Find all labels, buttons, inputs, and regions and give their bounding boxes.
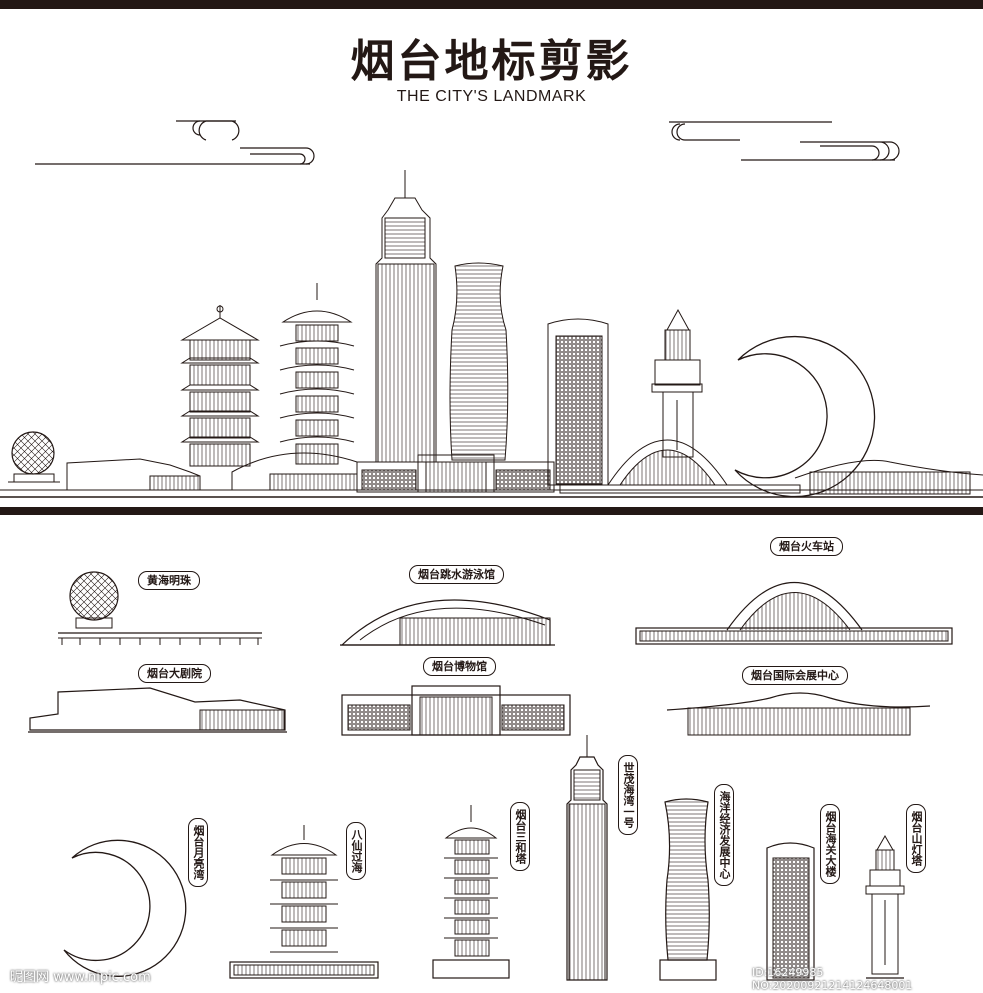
pearl-drawing <box>58 571 262 645</box>
label-sanhe-pagoda: 烟台三和塔 <box>510 802 530 871</box>
station-drawing <box>635 582 953 645</box>
lighthouse-drawing <box>865 834 905 979</box>
page-subtitle: THE CITY'S LANDMARK <box>396 88 587 105</box>
label-ocean-center: 海洋经济发展中心 <box>714 784 734 886</box>
section-divider-bar <box>0 507 983 515</box>
watermark-site: 昵图网 www.nipic.com <box>10 970 151 985</box>
customs-drawing <box>766 842 815 981</box>
top-skyline <box>0 170 983 498</box>
page-title: 烟台地标剪影 <box>350 36 633 87</box>
label-baxian: 八仙过海 <box>346 822 366 880</box>
sanhe-drawing <box>432 805 510 979</box>
label-shimao: 世茂海湾一号 <box>618 755 638 835</box>
label-museum: 烟台博物馆 <box>423 657 496 676</box>
museum-drawing <box>341 685 571 736</box>
expo-drawing <box>666 692 931 736</box>
shimao-drawing <box>566 735 608 981</box>
label-station: 烟台火车站 <box>770 537 843 556</box>
diving-hall-drawing <box>340 599 555 646</box>
top-border-bar <box>0 0 983 9</box>
label-moon-bay: 烟台月亮湾 <box>188 818 208 887</box>
label-customs: 烟台海关大楼 <box>820 804 840 884</box>
cloud-left <box>35 120 315 165</box>
moon-drawing <box>63 839 187 977</box>
label-theater: 烟台大剧院 <box>138 664 211 683</box>
cloud-right <box>669 121 900 161</box>
label-diving-hall: 烟台跳水游泳馆 <box>409 565 504 584</box>
label-expo: 烟台国际会展中心 <box>742 666 848 685</box>
label-lighthouse: 烟台山灯塔 <box>906 804 926 873</box>
baxian-drawing <box>229 825 379 979</box>
watermark-id: ID:16249985 NO:20200921214124648001 <box>752 966 913 992</box>
theater-drawing <box>28 687 287 733</box>
label-pearl: 黄海明珠 <box>138 571 200 590</box>
ocean-center-drawing <box>659 798 717 981</box>
